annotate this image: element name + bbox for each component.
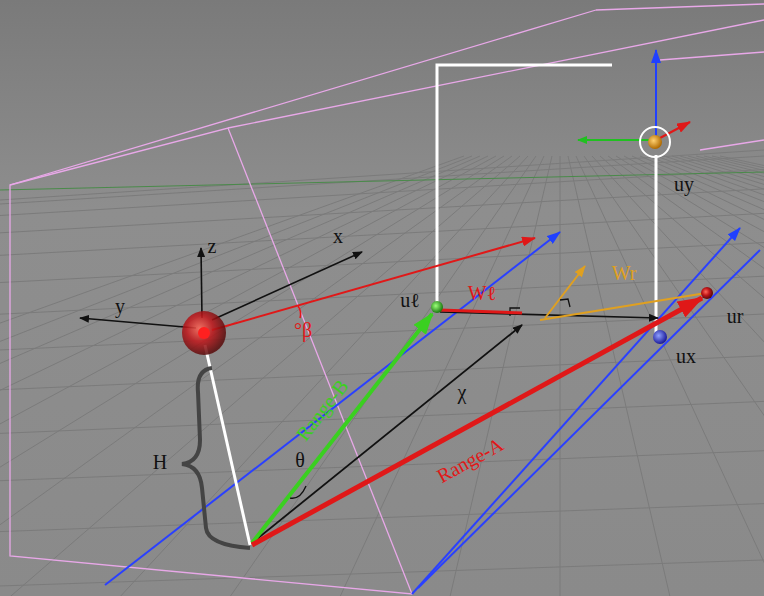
point-label: ux (676, 346, 696, 366)
angle-label: °β (294, 320, 312, 340)
axis-label: y (115, 296, 125, 316)
distance-label: χ (458, 382, 467, 402)
height-label: H (153, 452, 167, 472)
angle-label: θ (295, 450, 305, 470)
axis-label: x (333, 226, 343, 246)
point-label: uy (674, 174, 694, 194)
axis-label: z (208, 236, 217, 256)
width-label: Wℓ (468, 283, 496, 303)
point-label: uℓ (400, 290, 420, 310)
point-label: ur (727, 306, 744, 326)
width-label: Wr (612, 263, 637, 283)
